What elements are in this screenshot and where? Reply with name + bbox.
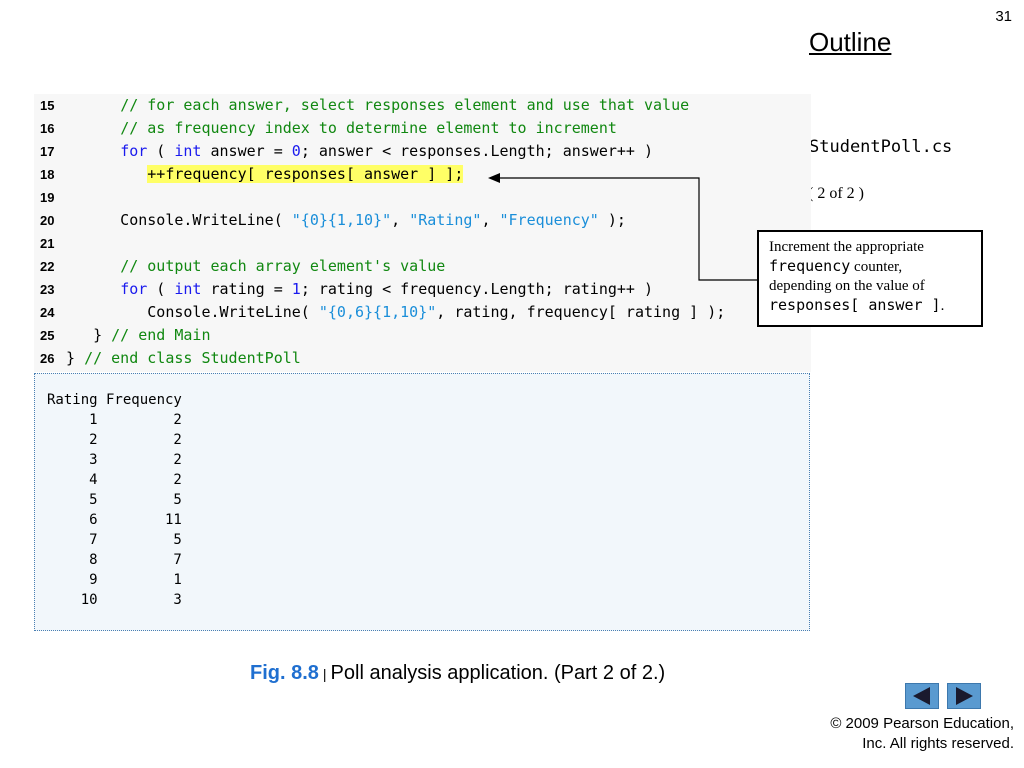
- code-token: "Frequency": [499, 211, 599, 229]
- callout-code-1: frequency: [769, 257, 851, 275]
- file-name: StudentPoll.cs: [809, 137, 953, 157]
- code-token: "{0}{1,10}": [291, 211, 392, 229]
- code-token: int: [174, 280, 202, 298]
- caption-text: Poll analysis application. (Part 2 of 2.…: [330, 662, 666, 684]
- code-token: // output each array element's value: [120, 257, 446, 275]
- file-part: ( 2 of 2 ): [808, 185, 864, 202]
- code-text: // for each answer, select responses ele…: [66, 94, 689, 117]
- code-token: ,: [391, 211, 410, 229]
- output-line: 8 7: [47, 552, 182, 568]
- program-output: Rating Frequency 1 2 2 2 3 2 4 2 5 5 6 1…: [34, 373, 810, 631]
- code-token: }: [66, 326, 112, 344]
- copyright: © 2009 Pearson Education, Inc. All right…: [830, 714, 1014, 754]
- code-text: ++frequency[ responses[ answer ] ];: [66, 163, 464, 186]
- callout-note: Increment the appropriate frequency coun…: [757, 230, 983, 327]
- code-token: // end Main: [111, 326, 211, 344]
- output-line: 10 3: [47, 592, 182, 608]
- code-token: rating =: [201, 280, 292, 298]
- code-listing: 15 // for each answer, select responses …: [34, 94, 811, 372]
- code-token: "Rating": [409, 211, 482, 229]
- callout-text-2: counter,: [850, 259, 903, 275]
- outline-link[interactable]: Outline: [809, 27, 892, 57]
- code-token: // for each answer, select responses ele…: [120, 96, 690, 114]
- previous-slide-button[interactable]: [905, 683, 939, 709]
- code-token: ; rating < frequency.Length; rating++ ): [300, 280, 654, 298]
- line-number: 24: [40, 305, 55, 320]
- code-token: int: [174, 142, 202, 160]
- line-number: 20: [40, 213, 55, 228]
- callout-text-3: depending on the value of: [769, 278, 925, 294]
- caption-separator: |: [322, 666, 327, 682]
- triangle-right-icon: [956, 687, 973, 705]
- triangle-left-icon: [913, 687, 930, 705]
- code-token: // end class StudentPoll: [84, 349, 301, 367]
- code-token: ++frequency[ responses[ answer ] ];: [147, 165, 464, 183]
- code-token: , rating, frequency[ rating ] );: [436, 303, 726, 321]
- code-token: Console.WriteLine(: [66, 211, 292, 229]
- slide-number: 31: [995, 8, 1012, 25]
- figure-label: Fig. 8.8: [250, 662, 319, 684]
- line-number: 17: [40, 144, 55, 159]
- output-line: 1 2: [47, 412, 182, 428]
- line-number: 22: [40, 259, 55, 274]
- code-token: (: [147, 280, 175, 298]
- line-number: 25: [40, 328, 55, 343]
- code-text: for ( int answer = 0; answer < responses…: [66, 140, 653, 163]
- line-number: 23: [40, 282, 55, 297]
- code-text: } // end class StudentPoll: [66, 347, 301, 370]
- line-number: 26: [40, 351, 55, 366]
- code-token: (: [147, 142, 175, 160]
- code-text: for ( int rating = 1; rating < frequency…: [66, 278, 653, 301]
- output-line: 7 5: [47, 532, 182, 548]
- output-line: 9 1: [47, 572, 182, 588]
- code-token: 1: [291, 280, 301, 298]
- copyright-line-1: © 2009 Pearson Education,: [830, 715, 1014, 732]
- line-number: 16: [40, 121, 55, 136]
- code-text: Console.WriteLine( "{0,6}{1,10}", rating…: [66, 301, 725, 324]
- code-token: Console.WriteLine(: [66, 303, 319, 321]
- output-line: 3 2: [47, 452, 182, 468]
- code-token: }: [66, 349, 85, 367]
- line-number: 21: [40, 236, 55, 251]
- line-number: 15: [40, 98, 55, 113]
- code-token: );: [598, 211, 626, 229]
- code-token: "{0,6}{1,10}": [318, 303, 437, 321]
- code-text: // as frequency index to determine eleme…: [66, 117, 617, 140]
- callout-code-2: responses[ answer ]: [769, 296, 941, 314]
- code-text: } // end Main: [66, 324, 211, 347]
- output-line: Rating Frequency: [47, 392, 182, 408]
- code-token: ; answer < responses.Length; answer++ ): [300, 142, 654, 160]
- code-token: answer =: [201, 142, 292, 160]
- callout-text-1: Increment the appropriate: [769, 239, 924, 255]
- code-text: Console.WriteLine( "{0}{1,10}", "Rating"…: [66, 209, 626, 232]
- code-token: 0: [291, 142, 301, 160]
- next-slide-button[interactable]: [947, 683, 981, 709]
- output-line: 2 2: [47, 432, 182, 448]
- copyright-line-2: Inc. All rights reserved.: [862, 735, 1014, 752]
- line-number: 19: [40, 190, 55, 205]
- code-token: // as frequency index to determine eleme…: [120, 119, 617, 137]
- code-text: // output each array element's value: [66, 255, 445, 278]
- figure-caption: Fig. 8.8|Poll analysis application. (Par…: [250, 662, 665, 685]
- output-line: 6 11: [47, 512, 182, 528]
- output-line: 4 2: [47, 472, 182, 488]
- code-token: for: [120, 142, 148, 160]
- line-number: 18: [40, 167, 55, 182]
- code-token: for: [120, 280, 148, 298]
- code-token: ,: [481, 211, 500, 229]
- output-line: 5 5: [47, 492, 182, 508]
- callout-text-4: .: [940, 298, 945, 314]
